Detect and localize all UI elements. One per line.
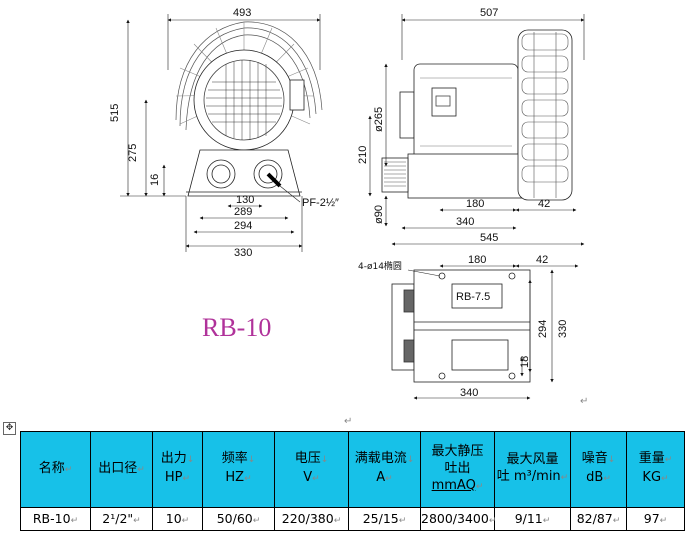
header-current: 满载电流↓A↵ <box>348 431 421 508</box>
cell-pressure: 2800/3400↵ <box>420 506 496 532</box>
cell-name: RB-10↵ <box>20 506 91 532</box>
technical-drawing: 493 515 275 16 130 289 294 330 PF-2½″ <box>109 7 585 400</box>
cell-power: 10↵ <box>152 506 203 532</box>
dim-side-42: 42 <box>538 198 550 210</box>
header-weight: 重量↵KG↵ <box>626 431 685 508</box>
dim-base-180: 180 <box>468 254 486 266</box>
dim-294: 294 <box>234 220 252 232</box>
cell-frequency: 50/60↵ <box>202 506 275 532</box>
paragraph-mark: ↵ <box>344 416 353 427</box>
front-dims <box>120 14 321 252</box>
dim-base-42: 42 <box>536 254 548 266</box>
dim-275: 275 <box>127 144 139 162</box>
dim-side-340: 340 <box>456 216 474 228</box>
table-move-handle[interactable]: ✥ <box>3 422 16 435</box>
dim-330: 330 <box>234 247 252 259</box>
table-header-row: 名称↵ 出口径↵ 出力↓HP↵ 频率↓HZ↵ 电压↓V↵ 满载电流↓A↵ 最大静… <box>20 431 685 508</box>
hole-note: 4-ø14椭圆 <box>358 260 402 272</box>
header-frequency: 频率↓HZ↵ <box>202 431 275 508</box>
dim-210: 210 <box>357 146 369 164</box>
header-outlet: 出口径↵ <box>90 431 153 508</box>
model-title: RB-10 <box>202 313 271 342</box>
dim-515: 515 <box>109 104 121 122</box>
nameplate-label: RB-7.5 <box>456 291 490 303</box>
dim-base-330: 330 <box>557 320 569 338</box>
dim-base-18: 18 <box>519 356 531 368</box>
dim-base-340: 340 <box>460 387 478 399</box>
header-name: 名称↵ <box>20 431 91 508</box>
dim-545: 545 <box>480 232 498 244</box>
dim-507: 507 <box>480 7 498 19</box>
cell-outlet: 2¹/2"↵ <box>90 506 153 532</box>
cell-airflow: 9/11↵ <box>494 506 571 532</box>
base-dims <box>407 264 579 400</box>
header-power: 出力↓HP↵ <box>152 431 203 508</box>
dim-493: 493 <box>233 7 251 19</box>
port-label: PF-2½″ <box>302 197 339 209</box>
dim-130: 130 <box>236 194 254 206</box>
cell-voltage: 220/380↵ <box>274 506 349 532</box>
side-view <box>381 29 573 201</box>
dim-265: ø265 <box>373 107 385 132</box>
header-voltage: 电压↓V↵ <box>274 431 349 508</box>
dim-side-180: 180 <box>466 198 484 210</box>
dim-90: ø90 <box>373 205 385 224</box>
header-airflow: 最大风量吐 m³/min↵ <box>494 431 571 508</box>
cell-noise: 82/87↵ <box>570 506 627 532</box>
dim-base-294: 294 <box>537 320 549 338</box>
dim-16: 16 <box>149 174 161 186</box>
table-row: RB-10↵ 2¹/2"↵ 10↵ 50/60↵ 220/380↵ 25/15↵… <box>20 506 685 532</box>
front-view <box>175 21 323 197</box>
fan-grille <box>206 60 282 140</box>
paragraph-mark: ↵ <box>580 396 589 407</box>
header-noise: 噪音↓dB↵ <box>570 431 627 508</box>
dim-289: 289 <box>234 206 252 218</box>
cell-current: 25/15↵ <box>348 506 421 532</box>
cell-weight: 97↵ <box>626 506 685 532</box>
side-fins <box>521 32 569 198</box>
side-dims <box>368 14 585 246</box>
spec-table: 名称↵ 出口径↵ 出力↓HP↵ 频率↓HZ↵ 电压↓V↵ 满载电流↓A↵ 最大静… <box>20 431 685 532</box>
base-view <box>391 269 531 383</box>
